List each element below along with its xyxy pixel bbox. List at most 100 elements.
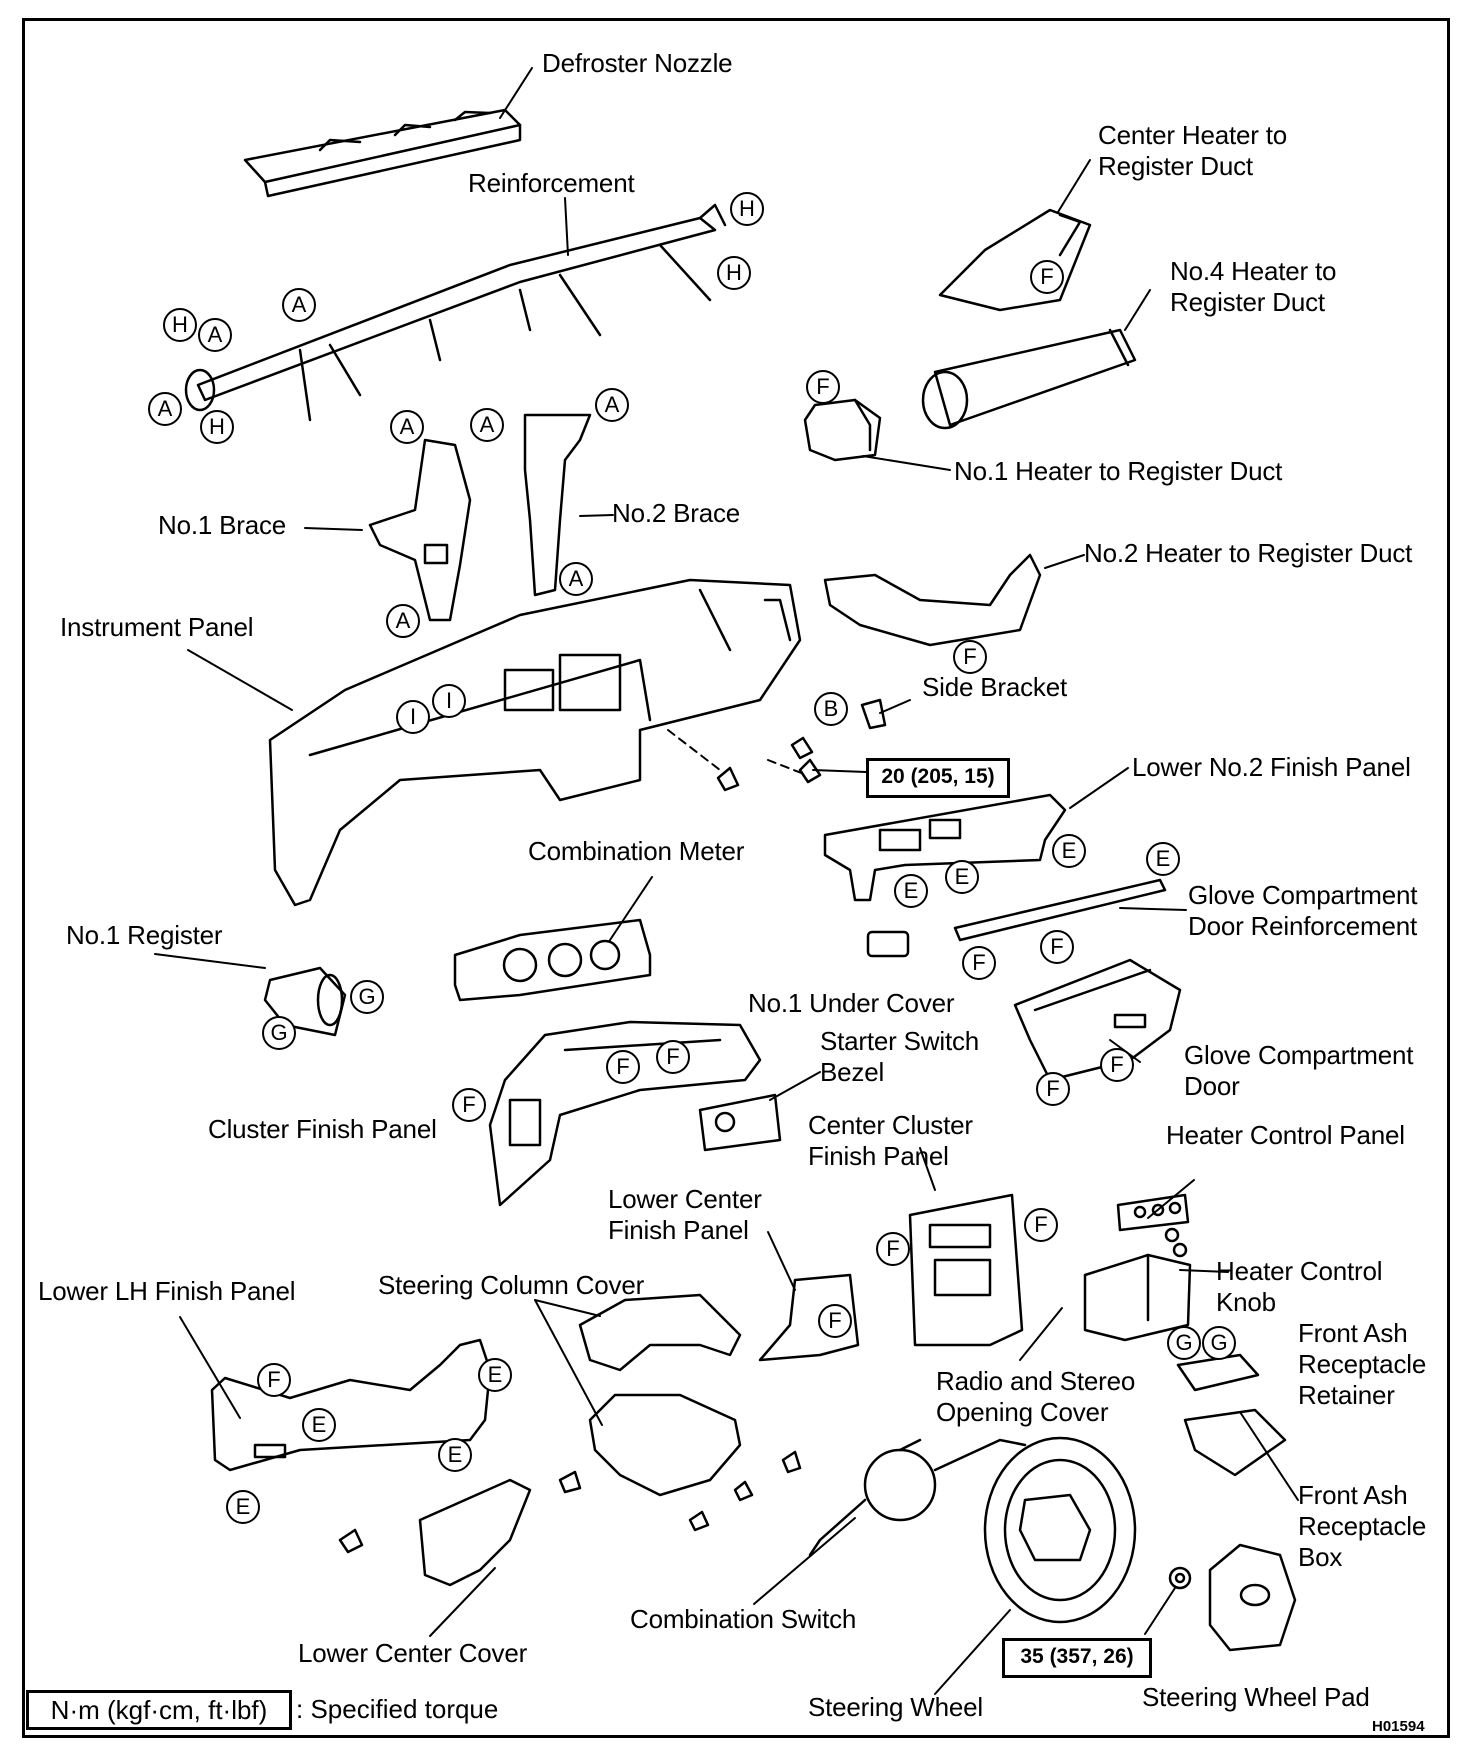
label-no1-register: No.1 Register xyxy=(66,920,223,950)
callout-circle: E xyxy=(478,1358,512,1392)
center-heater-duct-shape xyxy=(938,208,1092,312)
cluster-finish-panel-shape xyxy=(488,1020,762,1207)
diagram-frame xyxy=(22,18,1450,1738)
combination-switch-shape xyxy=(808,1438,1027,1557)
callout-circle: H xyxy=(730,192,764,226)
no2-brace-shape xyxy=(523,413,592,597)
label-glove-compartment-door: Glove Compartment Door xyxy=(1184,1040,1414,1101)
label-no1-heater-duct: No.1 Heater to Register Duct xyxy=(954,456,1283,486)
callout-circle: A xyxy=(282,288,316,322)
callout-circle: F xyxy=(1100,1048,1134,1082)
heater-knob-shapes xyxy=(1164,1227,1188,1258)
label-heater-control-panel: Heater Control Panel xyxy=(1166,1120,1405,1150)
steering-wheel-shape xyxy=(983,1436,1137,1624)
label-reinforcement: Reinforcement xyxy=(468,168,635,198)
label-lower-center-cover: Lower Center Cover xyxy=(298,1638,528,1668)
callout-circle: F xyxy=(953,640,987,674)
callout-circle: E xyxy=(1146,842,1180,876)
label-center-heater-duct: Center Heater to Register Duct xyxy=(1098,120,1288,181)
ash-box-shape xyxy=(1183,1408,1287,1477)
lower-lh-finish-panel-shape xyxy=(210,1338,492,1472)
callout-circle: A xyxy=(148,392,182,426)
callout-circle: F xyxy=(1040,930,1074,964)
label-center-cluster-finish-panel: Center Cluster Finish Panel xyxy=(808,1110,973,1171)
callout-circle: F xyxy=(1024,1208,1058,1242)
callout-circle: A xyxy=(386,604,420,638)
reinforcement-shape xyxy=(184,203,727,422)
bolt-shapes xyxy=(716,736,822,792)
callout-circle: F xyxy=(818,1304,852,1338)
torque-legend-text: : Specified torque xyxy=(296,1694,499,1724)
screw-shapes xyxy=(338,1450,802,1554)
lower-no2-finish-panel-shape xyxy=(823,793,1067,902)
callout-circle: I xyxy=(432,684,466,718)
starter-switch-bezel-shape xyxy=(698,1093,782,1152)
callout-circle: A xyxy=(595,388,629,422)
label-side-bracket: Side Bracket xyxy=(922,672,1068,702)
callout-circle: A xyxy=(470,408,504,442)
label-radio-stereo-opening-cover: Radio and Stereo Opening Cover xyxy=(936,1366,1136,1427)
callout-circle: H xyxy=(200,410,234,444)
label-combination-meter: Combination Meter xyxy=(528,836,745,866)
defroster-nozzle-shape xyxy=(243,108,522,198)
callout-circle: A xyxy=(390,410,424,444)
callout-circle: F xyxy=(806,370,840,404)
label-lower-center-finish-panel: Lower Center Finish Panel xyxy=(608,1184,762,1245)
label-lower-no2-finish-panel: Lower No.2 Finish Panel xyxy=(1132,752,1411,782)
callout-circle: E xyxy=(894,874,928,908)
callout-circle: H xyxy=(163,308,197,342)
steering-wheel-nut-shape xyxy=(1168,1566,1192,1590)
label-steering-wheel: Steering Wheel xyxy=(808,1692,983,1722)
steering-column-cover-upper-shape xyxy=(578,1293,742,1372)
ash-retainer-shape xyxy=(1176,1353,1260,1392)
steering-wheel-pad-shape xyxy=(1208,1543,1297,1652)
callout-circle: B xyxy=(814,692,848,726)
callout-circle: H xyxy=(717,256,751,290)
callout-circle: G xyxy=(1202,1326,1236,1360)
label-lower-lh-finish-panel: Lower LH Finish Panel xyxy=(38,1276,296,1306)
callout-circle: E xyxy=(945,860,979,894)
label-combination-switch: Combination Switch xyxy=(630,1604,857,1634)
label-steering-column-cover: Steering Column Cover xyxy=(378,1270,645,1300)
label-no1-brace: No.1 Brace xyxy=(158,510,287,540)
combination-meter-shape xyxy=(453,918,652,1002)
label-front-ash-receptacle-box: Front Ash Receptacle Box xyxy=(1298,1480,1427,1572)
radio-opening-cover-shape xyxy=(1083,1253,1192,1342)
figure-code: H01594 xyxy=(1372,1718,1425,1735)
callout-circle: F xyxy=(452,1088,486,1122)
callout-circle: G xyxy=(350,980,384,1014)
no1-brace-shape xyxy=(368,438,472,622)
steering-column-cover-lower-shape xyxy=(588,1393,742,1497)
no1-heater-duct-shape xyxy=(803,398,882,462)
label-instrument-panel: Instrument Panel xyxy=(60,612,254,642)
no1-under-cover-shape xyxy=(866,930,910,958)
callout-circle: E xyxy=(302,1408,336,1442)
no1-register-shape xyxy=(263,966,347,1037)
lower-center-finish-panel-shape xyxy=(758,1273,860,1362)
callout-circle: E xyxy=(1052,834,1086,868)
torque-side-bracket-bolt: 20 (205, 15) xyxy=(866,758,1010,798)
label-heater-control-knob: Heater Control Knob xyxy=(1216,1256,1383,1317)
callout-circle: G xyxy=(262,1016,296,1050)
label-front-ash-receptacle-retainer: Front Ash Receptacle Retainer xyxy=(1298,1318,1427,1410)
no2-heater-duct-shape xyxy=(823,553,1042,647)
callout-circle: E xyxy=(226,1490,260,1524)
callout-circle: E xyxy=(438,1438,472,1472)
callout-circle: F xyxy=(257,1363,291,1397)
label-no2-brace: No.2 Brace xyxy=(612,498,741,528)
side-bracket-shape xyxy=(860,698,887,730)
label-no4-heater-duct: No.4 Heater to Register Duct xyxy=(1170,256,1337,317)
label-no2-heater-duct: No.2 Heater to Register Duct xyxy=(1084,538,1413,568)
callout-circle: F xyxy=(1036,1072,1070,1106)
torque-unit-box: N·m (kgf·cm, ft·lbf) xyxy=(26,1690,292,1730)
label-cluster-finish-panel: Cluster Finish Panel xyxy=(208,1114,437,1144)
callout-circle: G xyxy=(1167,1326,1201,1360)
heater-control-panel-shape xyxy=(1116,1193,1190,1232)
callout-circle: A xyxy=(559,562,593,596)
leader-lines xyxy=(154,67,1299,1695)
torque-steering-wheel-nut: 35 (357, 26) xyxy=(1002,1638,1152,1678)
glove-compartment-door-shape xyxy=(1013,958,1182,1082)
glove-door-reinforcement-shape xyxy=(953,878,1167,942)
center-cluster-finish-panel-shape xyxy=(908,1193,1024,1347)
